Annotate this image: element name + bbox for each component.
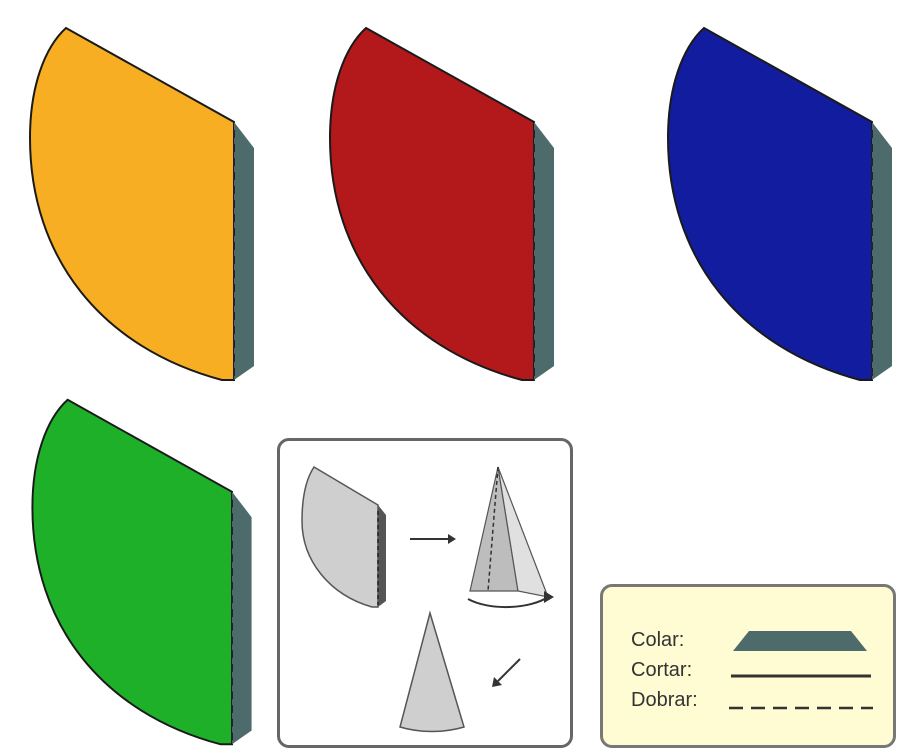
arrow-down-left-icon — [492, 659, 520, 687]
cut-line-symbol — [731, 673, 871, 679]
piece-orange-body — [30, 28, 234, 380]
piece-blue — [660, 18, 898, 390]
glue-tab — [234, 122, 254, 380]
piece-blue-body — [668, 28, 872, 380]
legend-box: Colar: Cortar: Dobrar: — [600, 584, 896, 748]
step-flat-piece — [302, 467, 386, 607]
step-rolling-cone — [468, 467, 554, 607]
arrow-right-icon — [410, 534, 456, 544]
glue-symbol — [731, 629, 871, 653]
piece-orange — [22, 18, 262, 390]
fold-line-symbol — [729, 705, 873, 711]
assembly-steps — [280, 441, 570, 745]
legend-glue-label: Colar: — [631, 629, 684, 652]
instruction-box — [277, 438, 573, 748]
glue-tab — [534, 122, 554, 380]
glue-tab — [872, 122, 892, 380]
piece-green — [22, 390, 262, 754]
piece-red-body — [330, 28, 534, 380]
legend-fold-label: Dobrar: — [631, 689, 698, 712]
glue-tab — [232, 492, 252, 744]
piece-red — [322, 18, 562, 390]
piece-green-body — [32, 400, 232, 744]
step-finished-cone — [400, 613, 464, 732]
legend-cut-label: Cortar: — [631, 659, 692, 682]
